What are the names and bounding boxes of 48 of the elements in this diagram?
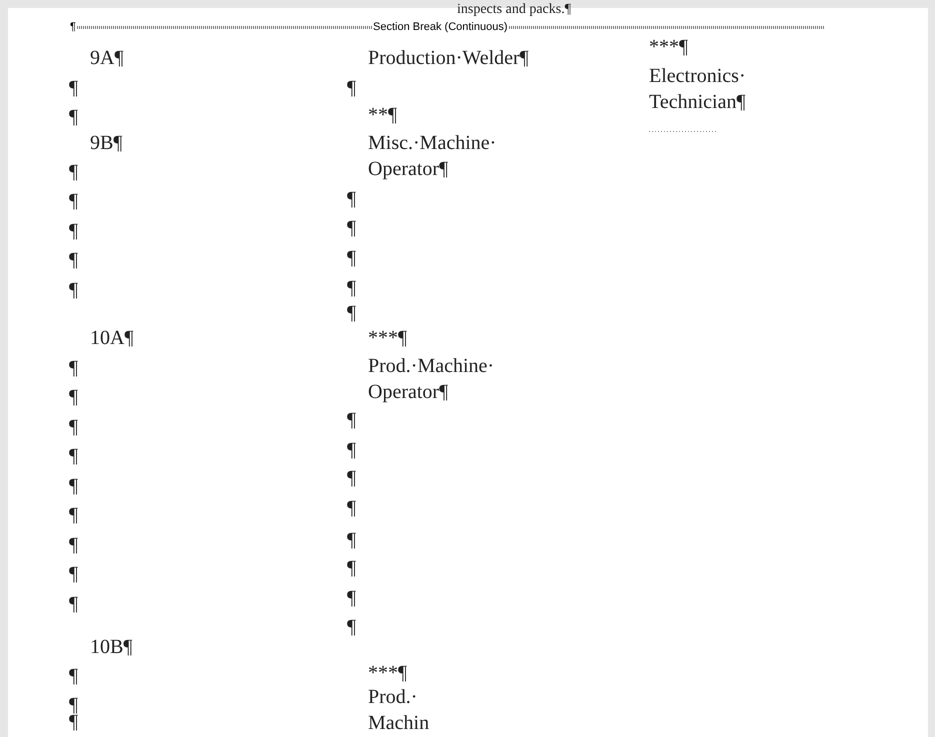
- paragraph-mark: ¶: [69, 562, 78, 587]
- paragraph-mark: ¶: [69, 664, 78, 689]
- paragraph-mark: ¶: [347, 276, 356, 301]
- body-text: Misc.·Machine· Operator¶: [368, 131, 498, 182]
- paragraph-mark: ¶: [69, 385, 78, 410]
- paragraph-mark: ¶: [347, 586, 356, 611]
- paragraph-mark: ¶: [347, 246, 356, 271]
- paragraph-mark: ¶: [69, 474, 78, 499]
- body-text: ***¶: [368, 326, 408, 351]
- body-text: **¶: [368, 103, 398, 128]
- paragraph-mark: ¶: [69, 356, 78, 381]
- paragraph-mark: ¶: [69, 105, 78, 130]
- paragraph-mark: ¶: [347, 408, 356, 433]
- paragraph-mark: ¶: [347, 216, 356, 241]
- body-text: ***¶: [368, 661, 408, 686]
- paragraph-mark: ¶: [347, 528, 356, 553]
- paragraph-mark: ¶: [69, 248, 78, 273]
- body-text: Prod.·Machine· Operator¶: [368, 354, 496, 405]
- paragraph-mark: ¶: [69, 444, 78, 469]
- paragraph-mark: ¶: [69, 503, 78, 528]
- body-text: 9B¶: [90, 131, 122, 156]
- paragraph-mark: ¶: [69, 20, 77, 34]
- paragraph-mark: ¶: [69, 533, 78, 558]
- body-text: 10A¶: [90, 326, 134, 351]
- paragraph-mark: ¶: [69, 160, 78, 185]
- body-text: Prod.· Machin: [368, 685, 430, 736]
- body-text: inspects and packs.¶: [457, 1, 572, 19]
- paragraph-mark: ¶: [69, 592, 78, 617]
- paragraph-mark: ¶: [347, 76, 356, 101]
- paragraph-mark: ¶: [69, 693, 78, 716]
- body-text: 10B¶: [90, 635, 132, 660]
- body-text: Electronics· Technician¶: [649, 64, 747, 115]
- paragraph-mark: ¶: [69, 76, 78, 101]
- body-text: ***¶: [649, 35, 688, 60]
- paragraph-mark: ¶: [69, 189, 78, 214]
- paragraph-mark: ¶: [347, 466, 356, 491]
- paragraph-mark: ¶: [347, 556, 356, 581]
- paragraph-mark: ¶: [69, 278, 78, 303]
- paragraph-mark: ¶: [347, 496, 356, 521]
- body-text: 9A¶: [90, 46, 124, 71]
- paragraph-mark: ¶: [69, 415, 78, 440]
- paragraph-mark: ¶: [347, 301, 356, 326]
- body-text: Production·Welder¶: [368, 46, 529, 71]
- paragraph-mark: ¶: [69, 219, 78, 244]
- paragraph-mark: ¶: [347, 438, 356, 463]
- paragraph-mark: ¶: [347, 187, 356, 212]
- section-break-label: Section Break (Continuous): [372, 20, 509, 34]
- paragraph-mark: ¶: [347, 615, 356, 640]
